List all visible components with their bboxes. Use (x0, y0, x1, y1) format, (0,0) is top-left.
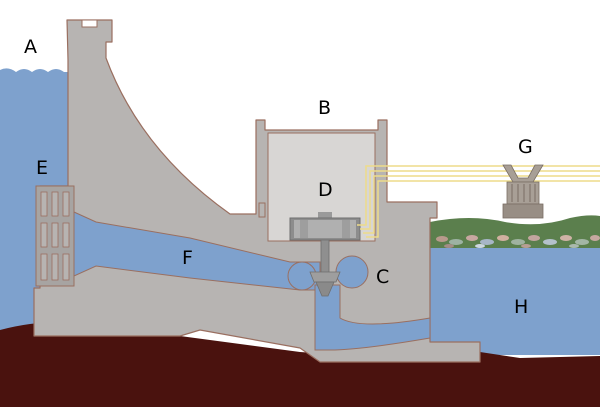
label-f: F (182, 247, 193, 269)
riverbank-pebbles (436, 235, 600, 248)
dam-concrete-body (33, 19, 481, 363)
river-water (430, 245, 600, 355)
label-g: G (518, 136, 533, 158)
label-a: A (24, 36, 37, 58)
bedrock (0, 322, 600, 407)
label-d: D (318, 179, 333, 201)
label-e: E (36, 157, 48, 179)
generator (289, 212, 361, 241)
power-lines (357, 165, 600, 238)
turbine-shaft (320, 239, 330, 277)
powerhouse-vent (258, 202, 266, 218)
dam-crest-notch (81, 19, 98, 28)
turbine-spiral-casing (335, 255, 369, 289)
label-c: C (376, 266, 389, 288)
intake-trash-rack (35, 185, 75, 287)
label-b: B (318, 97, 331, 119)
draft-tube (314, 284, 431, 351)
turbine-runner (309, 271, 341, 297)
transformer (502, 164, 544, 219)
label-h: H (514, 296, 528, 318)
